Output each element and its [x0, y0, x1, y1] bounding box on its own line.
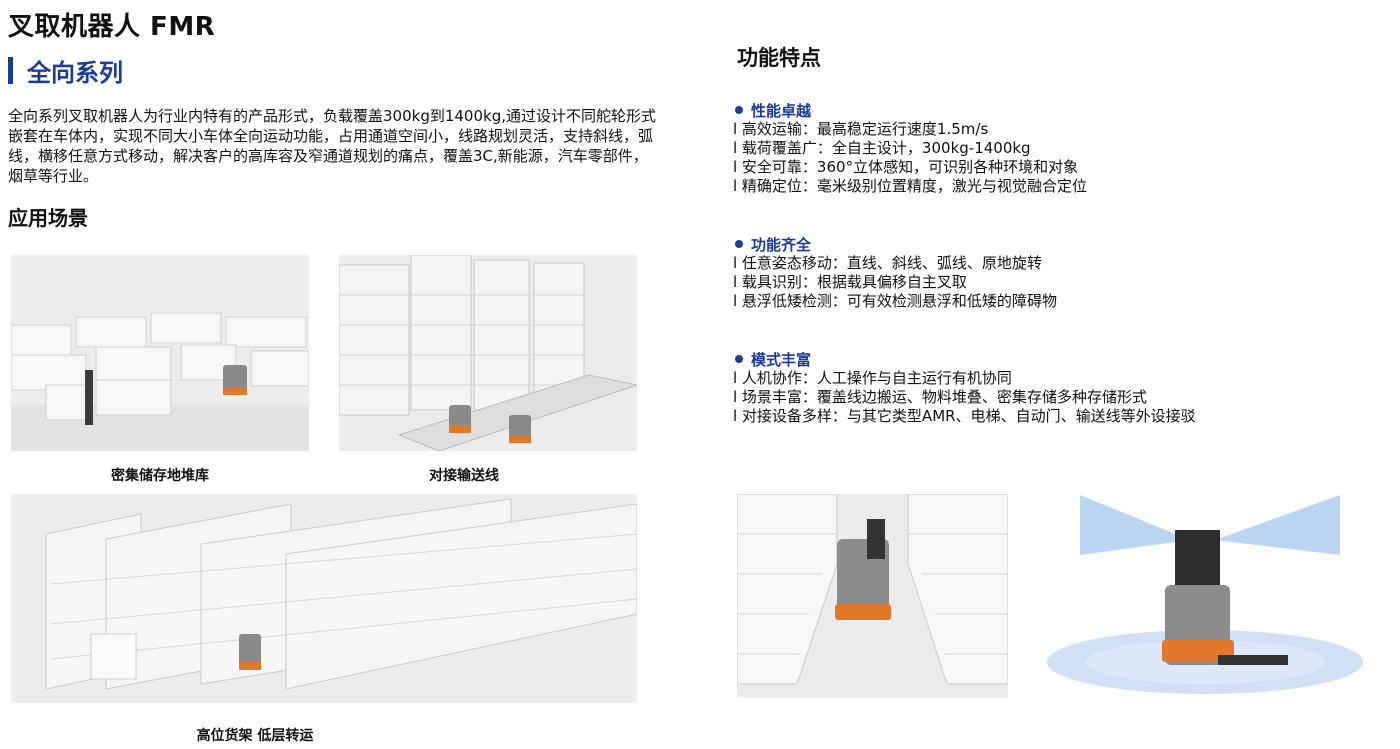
feature-item: l 高效运输：最高稳定运行速度1.5m/s — [733, 120, 989, 138]
feature-group-title-text: 性能卓越 — [751, 101, 812, 120]
feature-item: l 任意姿态移动：直线、斜线、弧线、原地旋转 — [733, 254, 1042, 272]
feature-group-title: 模式丰富 — [733, 349, 1373, 369]
scenes-heading: 应用场景 — [8, 206, 88, 230]
scene-caption-high-rack: 高位货架 低层转运 — [196, 728, 314, 744]
product-image-aisle — [737, 494, 1008, 698]
product-image-sensing — [1040, 490, 1365, 702]
feature-group-title-text: 功能齐全 — [751, 235, 812, 254]
feature-item: l 安全可靠：360°立体感知，可识别各种环境和对象 — [733, 158, 1079, 176]
series-title: 全向系列 — [27, 58, 123, 87]
intro-paragraph: 全向系列叉取机器人为行业内特有的产品形式，负载覆盖300kg到1400kg,通过… — [8, 107, 656, 185]
feature-item: l 人机协作：人工操作与自主运行有机协同 — [733, 369, 1012, 387]
bullet-dot-icon — [735, 106, 743, 114]
feature-group-performance: 性能卓越 l 高效运输：最高稳定运行速度1.5m/s l 载荷覆盖广：全自主设计… — [733, 100, 1373, 196]
feature-item: l 对接设备多样：与其它类型AMR、电梯、自动门、输送线等外设接驳 — [733, 407, 1196, 425]
feature-group-title-text: 模式丰富 — [751, 350, 812, 369]
feature-item: l 载荷覆盖广：全自主设计，300kg-1400kg — [733, 139, 1031, 157]
feature-item: l 场景丰富：覆盖线边搬运、物料堆叠、密集存储多种存储形式 — [733, 388, 1147, 406]
feature-item: l 悬浮低矮检测：可有效检测悬浮和低矮的障碍物 — [733, 292, 1057, 310]
scene-caption-conveyor: 对接输送线 — [429, 468, 499, 484]
bullet-dot-icon — [735, 240, 743, 248]
scene-image-conveyor — [339, 255, 637, 451]
feature-group-modes: 模式丰富 l 人机协作：人工操作与自主运行有机协同 l 场景丰富：覆盖线边搬运、… — [733, 349, 1373, 426]
scene-caption-floor-storage: 密集储存地堆库 — [111, 468, 209, 484]
features-heading: 功能特点 — [737, 46, 821, 70]
bullet-dot-icon — [735, 355, 743, 363]
feature-item: l 精确定位：毫米级别位置精度，激光与视觉融合定位 — [733, 177, 1087, 195]
scene-image-high-rack — [11, 494, 637, 703]
series-heading: 全向系列 — [8, 54, 123, 87]
page-title: 叉取机器人 FMR — [8, 12, 216, 42]
series-accent-bar — [8, 56, 13, 84]
feature-group-functions: 功能齐全 l 任意姿态移动：直线、斜线、弧线、原地旋转 l 载具识别：根据载具偏… — [733, 234, 1373, 311]
feature-group-title: 性能卓越 — [733, 100, 1373, 120]
feature-item: l 载具识别：根据载具偏移自主叉取 — [733, 273, 967, 291]
scene-image-floor-storage — [11, 255, 309, 451]
feature-group-title: 功能齐全 — [733, 234, 1373, 254]
